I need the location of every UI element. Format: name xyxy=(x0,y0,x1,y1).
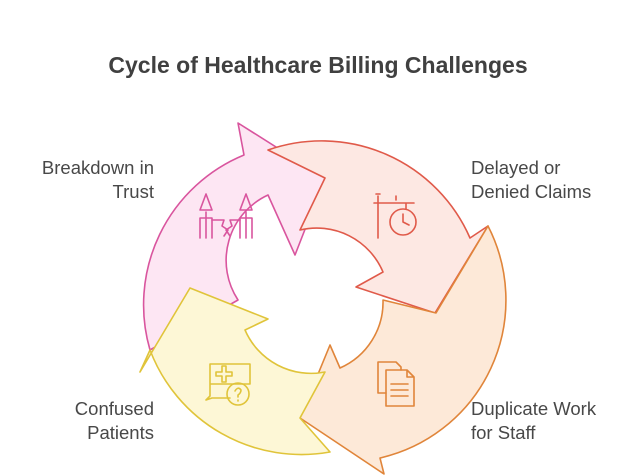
cycle-segment-confused-patients xyxy=(139,287,331,456)
cycle-segment-delayed-or-denied-claims xyxy=(267,140,489,314)
signpost-clock-icon xyxy=(373,193,417,239)
stage-label-breakdown-in-trust: Breakdown in Trust xyxy=(42,156,154,204)
stage-label-line: Patients xyxy=(87,422,154,443)
documents-icon xyxy=(377,361,415,407)
stage-label-line: Duplicate Work xyxy=(471,398,597,419)
stage-label-confused-patients: Confused Patients xyxy=(75,397,154,445)
question-chat-icon xyxy=(205,363,251,406)
stage-label-line: Confused xyxy=(74,398,154,419)
stage-label-duplicate-work-for-staff: Duplicate Work for Staff xyxy=(471,397,596,445)
stage-label-line: Denied Claims xyxy=(471,181,592,202)
stage-label-delayed-or-denied-claims: Delayed or Denied Claims xyxy=(471,156,591,204)
diagram-title: Cycle of Healthcare Billing Challenges xyxy=(108,52,528,78)
cycle-segment-duplicate-work-for-staff xyxy=(299,225,507,475)
broken-bridge-icon xyxy=(199,193,253,239)
stage-label-line: Delayed or xyxy=(471,157,561,178)
stage-label-line: Breakdown in xyxy=(41,157,154,178)
stage-label-line: for Staff xyxy=(471,422,536,443)
stage-label-line: Trust xyxy=(112,181,154,202)
